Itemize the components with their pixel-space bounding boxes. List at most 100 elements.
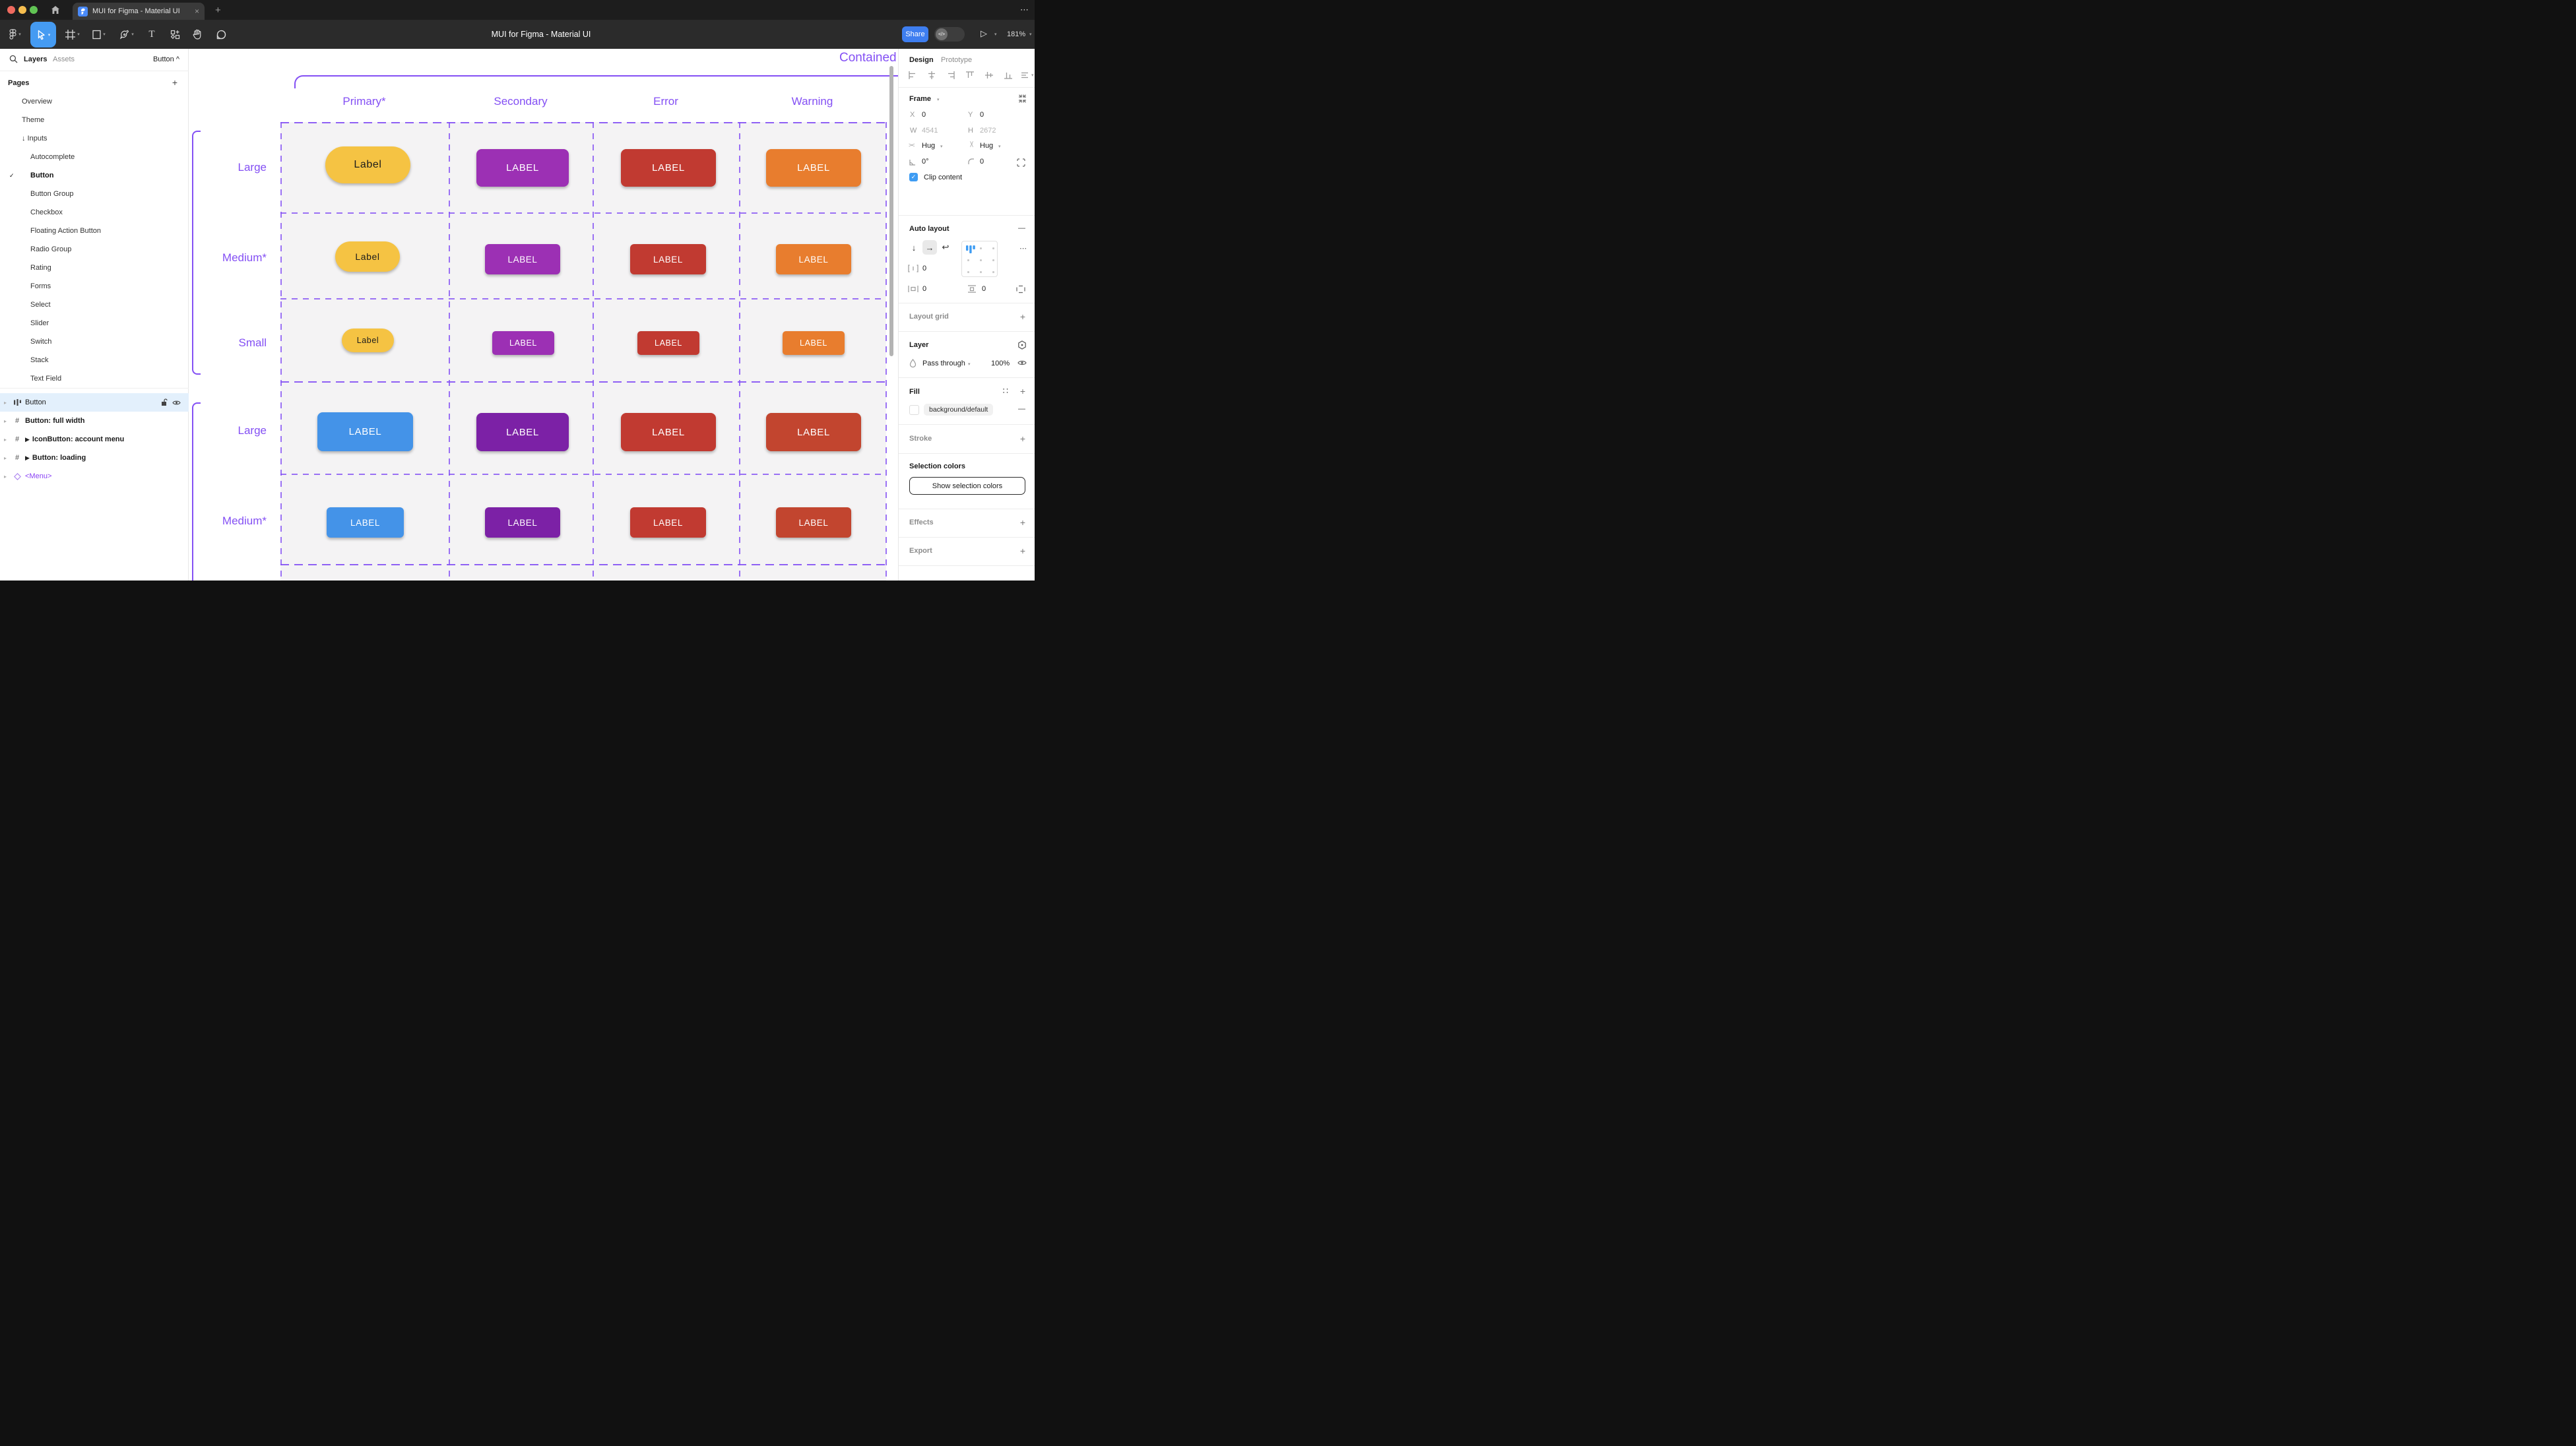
button-specimen[interactable]: LABEL xyxy=(327,507,404,538)
page-item[interactable]: Rating xyxy=(0,259,189,277)
eye-icon[interactable] xyxy=(172,399,181,406)
align-vertical-center-icon[interactable] xyxy=(984,71,994,80)
opacity-value[interactable]: 100% xyxy=(991,360,1010,367)
button-specimen[interactable]: Label xyxy=(325,146,410,183)
page-item[interactable]: Autocomplete xyxy=(0,148,189,166)
align-right-icon[interactable] xyxy=(946,71,955,80)
w-value[interactable]: 4541 xyxy=(922,127,938,135)
button-specimen[interactable]: LABEL xyxy=(776,507,851,538)
page-item[interactable]: Slider xyxy=(0,314,189,332)
chevron-down-icon[interactable]: ▾ xyxy=(998,144,1001,149)
minimize-window-button[interactable] xyxy=(18,6,26,14)
fill-token-chip[interactable]: background/default xyxy=(924,404,994,416)
button-specimen[interactable]: LABEL xyxy=(476,413,569,451)
new-tab-button[interactable]: + xyxy=(215,5,221,16)
rotation-value[interactable]: 0° xyxy=(922,158,929,166)
independent-corners-icon[interactable] xyxy=(1017,158,1025,167)
column-header[interactable]: Secondary xyxy=(494,95,548,108)
unlock-icon[interactable] xyxy=(161,398,168,406)
page-item[interactable]: Radio Group xyxy=(0,240,189,259)
page-item[interactable]: Switch xyxy=(0,332,189,351)
auto-layout-more-icon[interactable]: ⋯ xyxy=(1019,245,1027,253)
expand-chevron-icon[interactable]: ▸ xyxy=(4,455,7,461)
corner-radius-value[interactable]: 0 xyxy=(980,158,984,166)
remove-auto-layout-button[interactable]: — xyxy=(1018,224,1025,232)
clip-content-checkbox[interactable]: ✓ xyxy=(909,173,918,181)
dev-mode-toggle[interactable]: </> xyxy=(934,27,965,42)
page-item[interactable]: Button Group xyxy=(0,185,189,203)
page-item[interactable]: ↓ Inputs xyxy=(0,129,189,148)
page-selector[interactable]: Button ^ xyxy=(152,55,179,63)
row-label[interactable]: Large xyxy=(238,161,267,173)
button-specimen[interactable]: LABEL xyxy=(630,507,706,538)
page-item[interactable]: Select xyxy=(0,296,189,314)
page-item[interactable]: Checkbox xyxy=(0,203,189,222)
horizontal-padding-value[interactable]: 0 xyxy=(922,285,927,293)
frame-title[interactable]: Contained xyxy=(839,51,897,65)
add-effect-button[interactable]: + xyxy=(1019,517,1025,528)
layer-item[interactable]: ▸<Menu> xyxy=(0,467,189,486)
page-item[interactable]: Stack xyxy=(0,351,189,369)
home-icon[interactable] xyxy=(51,5,60,15)
canvas-scrollbar[interactable] xyxy=(889,66,893,356)
effects-section-header[interactable]: Effects xyxy=(909,519,934,526)
move-tool-button-selected[interactable]: ▾ xyxy=(30,22,56,47)
page-item[interactable]: ✓Button xyxy=(0,166,189,185)
hug-horizontal-value[interactable]: Hug xyxy=(922,142,936,150)
blend-variable-icon[interactable] xyxy=(1017,340,1027,350)
eye-icon[interactable] xyxy=(1017,359,1027,367)
button-specimen[interactable]: Label xyxy=(335,241,400,272)
page-item[interactable]: Floating Action Button xyxy=(0,222,189,240)
expand-chevron-icon[interactable]: ▸ xyxy=(4,399,7,406)
resources-tool-button[interactable] xyxy=(166,20,183,49)
x-value[interactable]: 0 xyxy=(922,111,926,119)
tab-layers[interactable]: Layers xyxy=(24,55,48,63)
button-specimen[interactable]: LABEL xyxy=(766,413,861,451)
button-specimen[interactable]: LABEL xyxy=(766,149,861,187)
auto-layout-horizontal-button-selected[interactable]: → xyxy=(922,240,937,255)
close-window-button[interactable] xyxy=(7,6,15,14)
layer-item[interactable]: ▸#Button: full width xyxy=(0,412,189,430)
align-bottom-icon[interactable] xyxy=(1004,71,1013,80)
shape-tool-button[interactable]: ▾ xyxy=(88,20,110,49)
row-label[interactable]: Medium* xyxy=(222,515,267,527)
button-specimen[interactable]: LABEL xyxy=(317,412,413,451)
auto-layout-vertical-button[interactable]: ↓ xyxy=(911,242,917,253)
expand-chevron-icon[interactable]: ▸ xyxy=(4,436,7,443)
hug-vertical-value[interactable]: Hug xyxy=(980,142,994,150)
button-specimen[interactable]: LABEL xyxy=(637,331,699,355)
size-group-bracket[interactable] xyxy=(192,131,201,375)
h-value[interactable]: 2672 xyxy=(980,127,996,135)
distribute-icon[interactable]: ▾ xyxy=(1020,71,1034,80)
button-specimen[interactable]: LABEL xyxy=(485,507,560,538)
fill-color-swatch[interactable] xyxy=(909,405,919,415)
chevron-down-icon[interactable]: ▾ xyxy=(937,98,940,102)
tab-prototype[interactable]: Prototype xyxy=(941,56,973,64)
document-title[interactable]: MUI for Figma - Material UI xyxy=(491,30,591,39)
export-section-header[interactable]: Export xyxy=(909,547,932,555)
button-specimen[interactable]: LABEL xyxy=(783,331,845,355)
column-header[interactable]: Warning xyxy=(791,95,833,108)
styles-icon[interactable]: ∷ xyxy=(1002,386,1008,396)
share-button[interactable]: Share xyxy=(902,26,928,42)
frame-tool-button[interactable]: ▾ xyxy=(62,20,83,49)
button-specimen[interactable]: LABEL xyxy=(476,149,569,187)
align-left-icon[interactable] xyxy=(908,71,917,80)
auto-layout-wrap-button[interactable]: ↩ xyxy=(942,242,950,252)
expand-chevron-icon[interactable]: ▸ xyxy=(4,473,7,480)
chevron-down-icon[interactable]: ▾ xyxy=(1029,32,1032,37)
add-export-button[interactable]: + xyxy=(1019,546,1025,556)
button-specimen[interactable]: LABEL xyxy=(630,244,706,274)
button-specimen[interactable]: LABEL xyxy=(492,331,554,355)
y-value[interactable]: 0 xyxy=(980,111,984,119)
gap-value[interactable]: 0 xyxy=(922,265,927,272)
add-layout-grid-button[interactable]: + xyxy=(1019,311,1025,322)
fill-section-header[interactable]: Fill xyxy=(909,388,920,396)
align-horizontal-center-icon[interactable] xyxy=(927,71,936,80)
tab-assets[interactable]: Assets xyxy=(53,55,75,63)
row-label[interactable]: Medium* xyxy=(222,251,267,264)
comment-tool-button[interactable] xyxy=(212,20,230,49)
page-item[interactable]: Forms xyxy=(0,277,189,296)
size-group-bracket[interactable] xyxy=(192,402,201,581)
